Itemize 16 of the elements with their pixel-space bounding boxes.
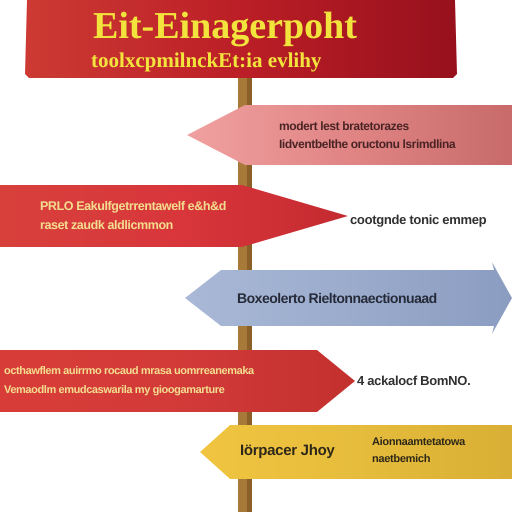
- sign-text: Aionnaamtetatowa naetbemich: [372, 435, 466, 467]
- sign-text: octhawflem auirrmo rocaud mrasa uomrreanemaka Vemaodlm emudcaswarila my gioogamarture: [4, 364, 256, 398]
- arrow-sign: [0, 350, 355, 412]
- sign-text: modert lest bratetorazes Iidventbelthe oructonu lsrimdlina: [279, 118, 457, 153]
- arrow-sign: [185, 262, 512, 334]
- sign-subheading: toolxcpmilnckEt:ia evlihy: [91, 48, 322, 73]
- sign-board: [25, 0, 457, 78]
- sign-text: PRLO Eakulfgetrrentawelf e&h&d raset zaudk aldlicmmon: [40, 198, 227, 234]
- arrow-sign: [200, 425, 512, 479]
- arrow-sign: [0, 185, 348, 247]
- sign-text: Boxeolerto Rieltonnaectionuaad: [237, 289, 437, 307]
- sign-caption: 4 ackalocf BomNO.: [357, 372, 470, 390]
- arrow-sign: [187, 105, 512, 165]
- sign-caption: cootgnde tonic emmep: [350, 211, 486, 229]
- sign-heading: Eit-Einagerpoht: [93, 4, 357, 48]
- sign-text: Iörpacer Jhoy: [240, 442, 334, 460]
